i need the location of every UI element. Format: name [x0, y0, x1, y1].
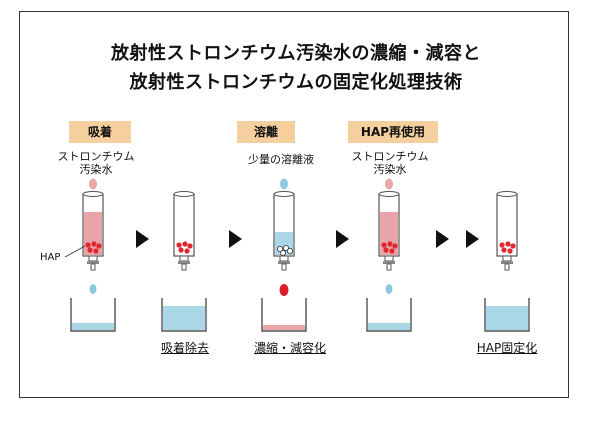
stage-badge-elute: 溶離	[237, 121, 295, 143]
arrow-right-icon-4	[436, 230, 449, 248]
input-label-eluent: 少量の溶離液	[248, 153, 314, 166]
input-label-contaminated-2: ストロンチウム 汚染水	[351, 150, 429, 176]
column-reuse	[378, 190, 400, 294]
beaker-adsorption	[70, 297, 116, 332]
caption-concentration: 濃縮・減容化	[253, 341, 326, 355]
drop-eluent-icon	[280, 178, 288, 190]
beaker-after-adsorption	[161, 297, 207, 332]
arrow-right-icon-2	[229, 230, 242, 248]
beaker-reuse	[366, 297, 412, 332]
stage-badge-reuse: HAP再使用	[348, 121, 438, 143]
hap-label: HAP	[40, 252, 61, 263]
beaker-fixation	[484, 297, 530, 332]
title-line-2: 放射性ストロンチウムの固定化処理技術	[129, 72, 463, 93]
column-after-adsorption	[173, 190, 195, 271]
stage-badge-adsorb: 吸着	[69, 121, 131, 143]
drop-contaminated-icon-2	[385, 178, 393, 190]
arrow-right-icon-3	[336, 230, 349, 248]
arrow-right-icon-1	[136, 230, 149, 248]
column-fixation	[496, 190, 518, 271]
column-elution	[273, 190, 295, 296]
drop-clean-icon	[89, 284, 97, 294]
input-label-contaminated-1: ストロンチウム 汚染水	[57, 150, 135, 176]
beaker-elution	[261, 297, 307, 332]
drop-contaminated-icon-1	[89, 178, 97, 190]
caption-fixation: HAP固定化	[476, 341, 538, 355]
hap-pointer-line	[64, 245, 86, 258]
drop-concentrate-icon	[279, 284, 289, 296]
column-adsorption	[82, 190, 104, 294]
title-line-1: 放射性ストロンチウム汚染水の濃縮・減容と	[111, 43, 481, 64]
arrow-right-icon-5	[466, 230, 479, 248]
caption-after-adsorption: 吸着除去	[160, 341, 209, 355]
